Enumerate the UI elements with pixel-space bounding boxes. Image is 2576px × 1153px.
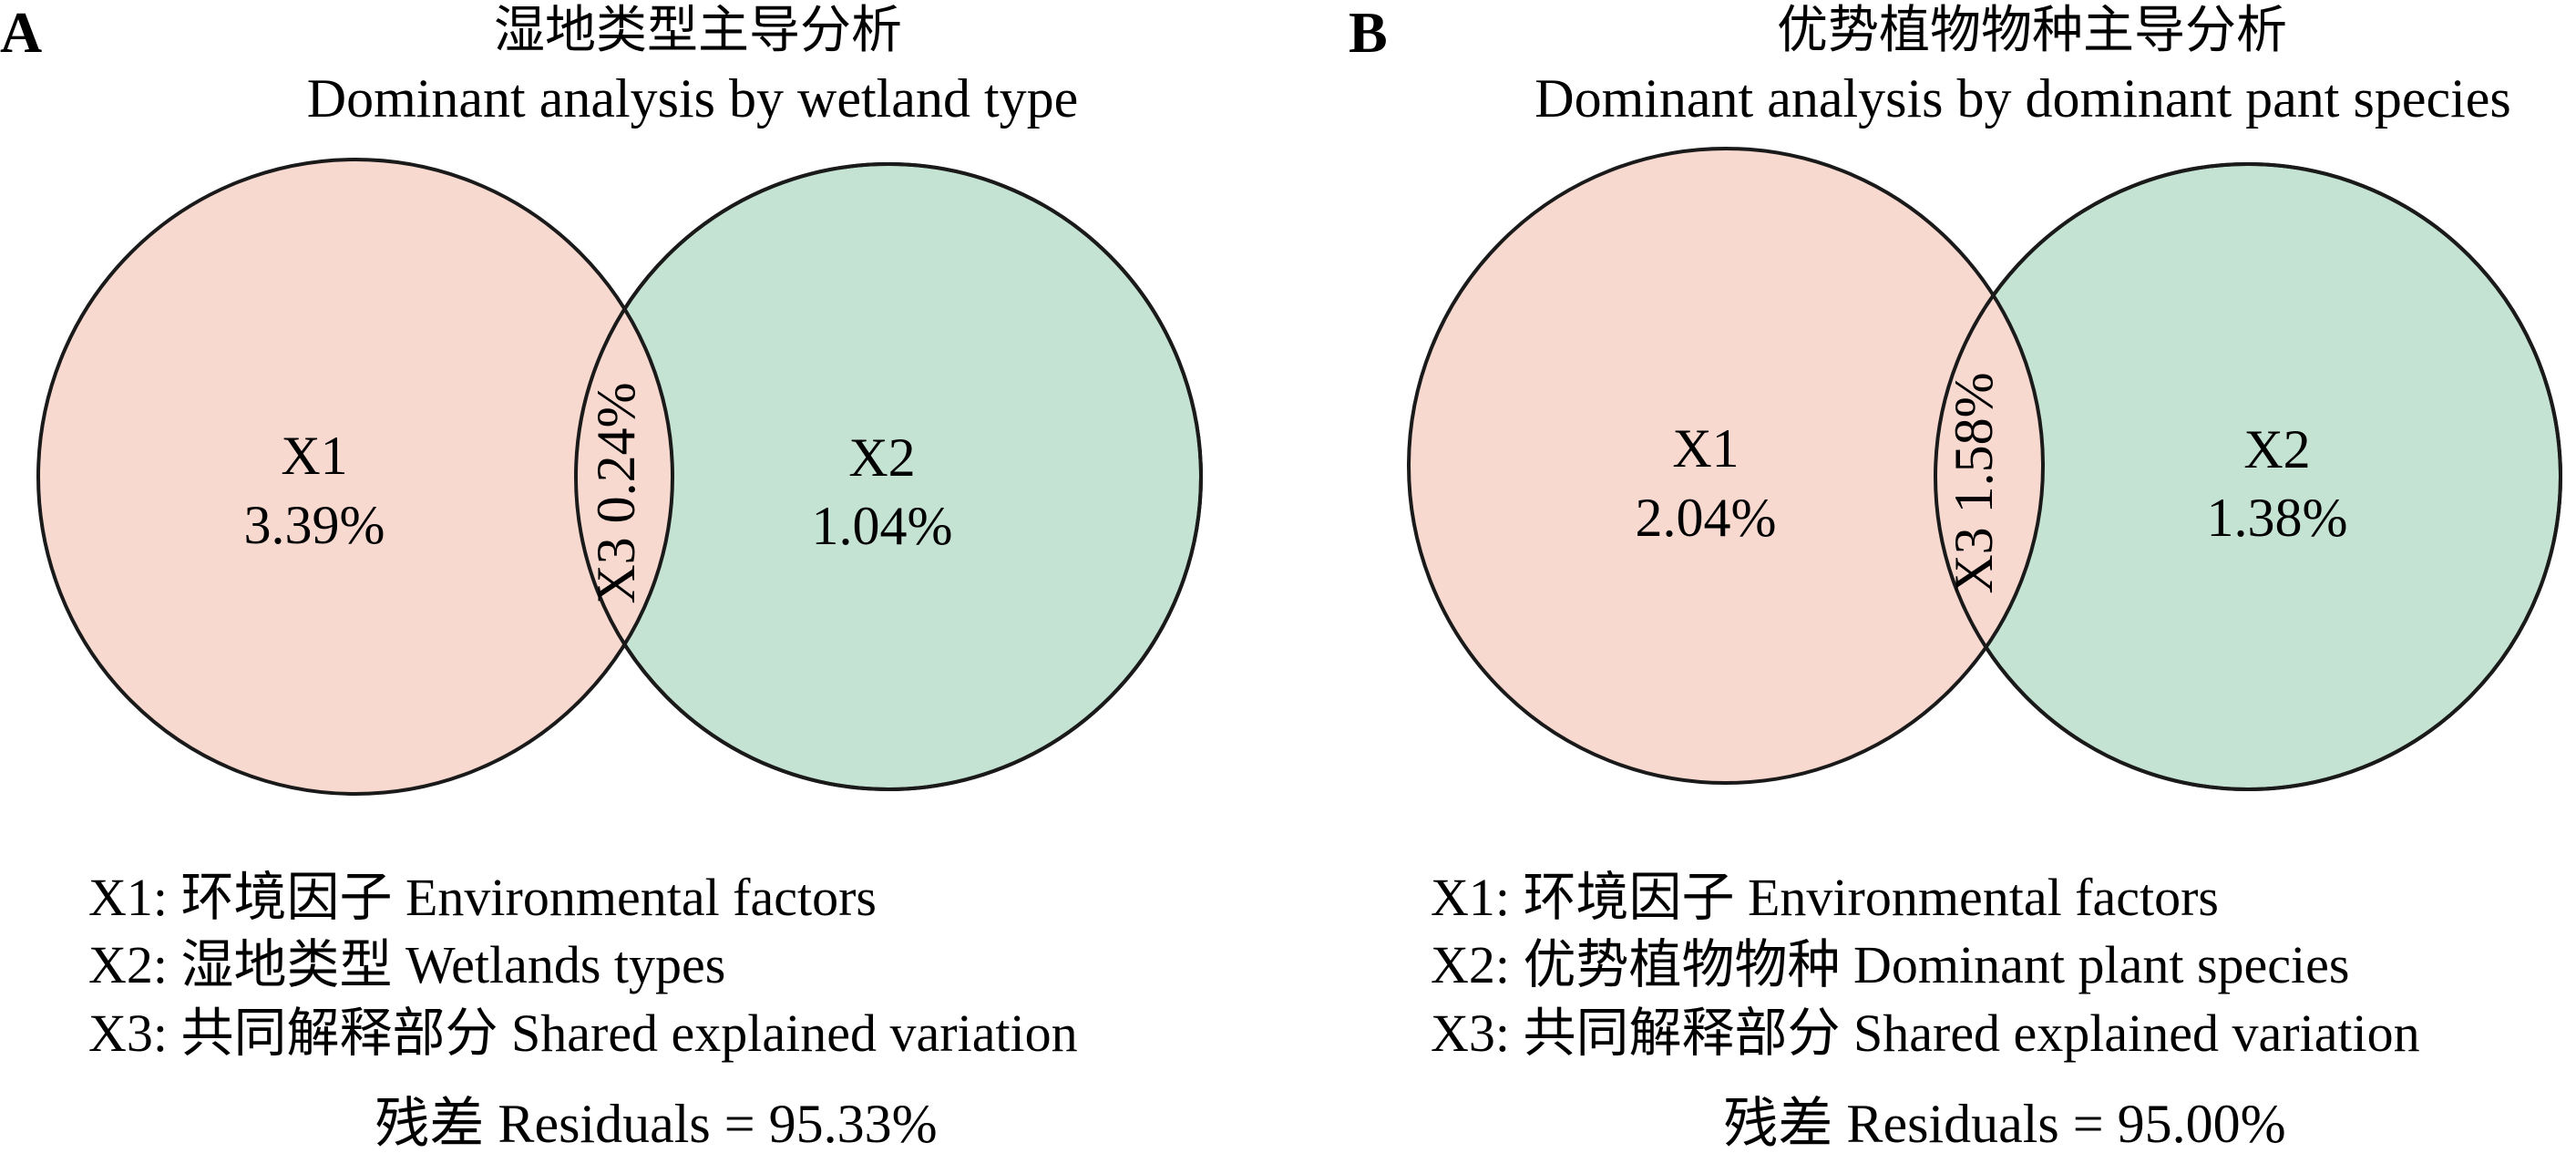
panel-a-legend-x3: X3: 共同解释部分 Shared explained variation (88, 1004, 1078, 1063)
panel-b-legend-x1: X1: 环境因子 Environmental factors (1431, 868, 2219, 927)
panel-a-x3-label: X3 0.24% (586, 382, 646, 603)
panel-b-x1-name: X1 (1672, 418, 1739, 479)
panel-b-legend-x2: X2: 优势植物物种 Dominant plant species (1431, 935, 2349, 994)
panel-b-x3-label: X3 1.58% (1944, 372, 2004, 593)
panel-a-letter: A (0, 0, 42, 65)
panel-a-title-en: Dominant analysis by wetland type (307, 68, 1079, 129)
panel-b-x1-circle (1407, 147, 2045, 785)
panel-b-legend-x3: X3: 共同解释部分 Shared explained variation (1431, 1004, 2420, 1063)
panel-a-legend-x1: X1: 环境因子 Environmental factors (88, 868, 877, 927)
panel-a-x1-value: 3.39% (244, 495, 385, 555)
panel-a-x2-outline (574, 162, 1203, 791)
panel-b-letter: B (1349, 0, 1388, 65)
panel-b-x1-value: 2.04% (1636, 488, 1777, 548)
panel-b: B 优势植物物种主导分析 Dominant analysis by domina… (1349, 0, 2562, 1153)
panel-b-x2-outline (1934, 162, 2562, 791)
panel-b-title-cn: 优势植物物种主导分析 (1777, 1, 2287, 60)
panel-a-x1-circle (36, 158, 674, 796)
panel-b-x2-name: X2 (2243, 419, 2310, 479)
panel-a: A 湿地类型主导分析 Dominant analysis by wetland … (0, 0, 1203, 1153)
panel-a-residuals: 残差 Residuals = 95.33% (375, 1094, 937, 1153)
panel-a-title-cn: 湿地类型主导分析 (494, 1, 902, 60)
panel-a-legend-x2: X2: 湿地类型 Wetlands types (88, 935, 725, 994)
panel-a-x1-name: X1 (281, 426, 347, 486)
panel-b-x2-value: 1.38% (2207, 488, 2348, 548)
panel-b-residuals: 残差 Residuals = 95.00% (1723, 1094, 2285, 1153)
panel-a-x2-value: 1.04% (812, 496, 953, 556)
panel-b-title-en: Dominant analysis by dominant pant speci… (1534, 68, 2510, 129)
panel-a-x2-name: X2 (848, 427, 915, 488)
